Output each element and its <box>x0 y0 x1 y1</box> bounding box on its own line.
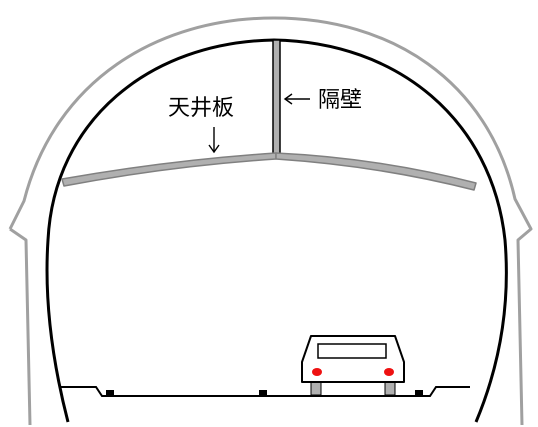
car-taillight-right <box>384 368 394 376</box>
road-marker-left <box>106 390 114 395</box>
partition-wall <box>272 39 281 157</box>
tunnel-outer-lining <box>8 16 533 426</box>
car-taillight-left <box>312 368 322 376</box>
arrow-left-icon <box>283 93 310 105</box>
road-marker-center <box>259 390 267 395</box>
road-marker-right <box>415 390 423 395</box>
arrow-down-icon <box>208 127 220 154</box>
car-wheel-right <box>384 381 396 396</box>
ceiling-board-label: 天井板 <box>168 96 235 121</box>
car-wheel-left <box>310 381 322 396</box>
car-rear-window <box>317 343 387 359</box>
road-surface <box>60 386 470 397</box>
car-icon <box>301 335 405 396</box>
ceiling-board-right <box>275 152 477 191</box>
ceiling-board-left <box>61 152 277 187</box>
partition-wall-label: 隔壁 <box>318 88 363 113</box>
